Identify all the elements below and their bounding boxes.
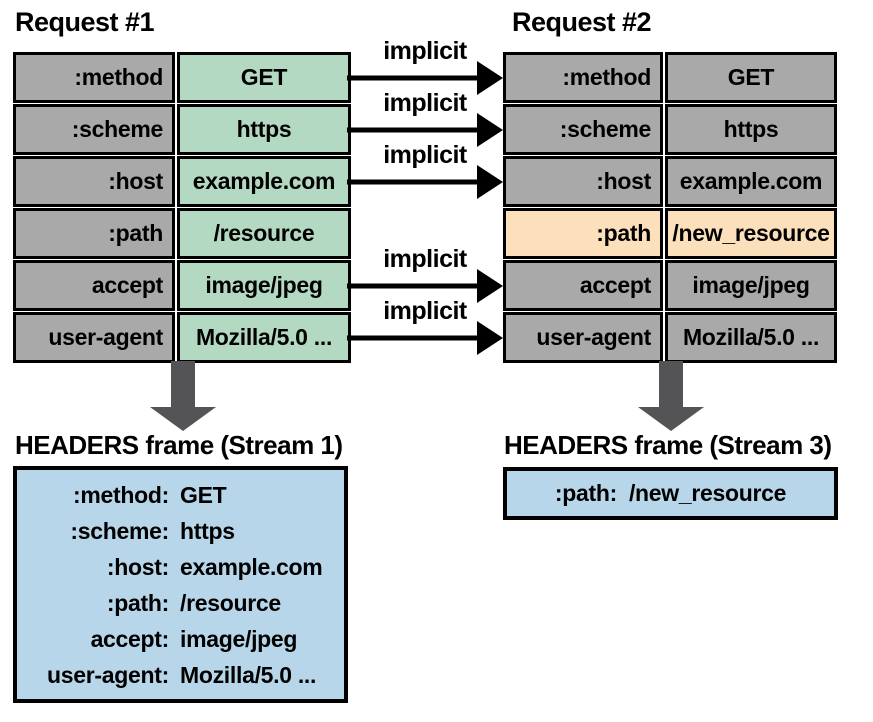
frame-line-value: example.com — [180, 553, 323, 580]
implicit-label: implicit — [383, 244, 467, 273]
implicit-arrow-icon — [347, 164, 503, 199]
frame-line-key: :path: — [106, 589, 169, 616]
frame-line-value: Mozilla/5.0 ... — [180, 661, 317, 688]
frame-line-key: :scheme: — [70, 517, 169, 544]
header-key-cell: :method — [13, 52, 175, 103]
request1-title: Request #1 — [15, 7, 155, 37]
frame-line-key: :method: — [73, 481, 169, 508]
header-key-cell: user-agent — [503, 312, 663, 363]
frame-line: :path: /resource — [17, 585, 344, 621]
implicit-label: implicit — [383, 140, 467, 169]
implicit-label: implicit — [383, 88, 467, 117]
frame-line-value: /resource — [180, 589, 281, 616]
header-key-cell: :path — [13, 208, 175, 259]
implicit-arrow-icon — [347, 320, 503, 355]
frame-line-value: image/jpeg — [180, 625, 298, 652]
implicit-label: implicit — [383, 36, 467, 65]
header-key-cell: :method — [503, 52, 663, 103]
frame-line-value: /new_resource — [628, 480, 787, 506]
header-value-cell: image/jpeg — [665, 260, 837, 311]
frame-line-key: user-agent: — [47, 661, 169, 688]
frame-line-value: GET — [180, 481, 227, 508]
frame-line: :method: GET — [17, 477, 344, 513]
header-value-cell: example.com — [665, 156, 837, 207]
down-arrow-right-icon — [638, 361, 704, 431]
header-key-cell: :host — [13, 156, 175, 207]
header-value-cell: image/jpeg — [177, 260, 351, 311]
header-row: :path/resource — [13, 208, 351, 259]
frame-line: :host: example.com — [17, 549, 344, 585]
header-value-cell: Mozilla/5.0 ... — [665, 312, 837, 363]
header-value-cell: /resource — [177, 208, 351, 259]
header-value-cell: example.com — [177, 156, 351, 207]
frame-line: accept: image/jpeg — [17, 621, 344, 657]
header-value-cell: https — [665, 104, 837, 155]
frame-line-value: https — [180, 517, 235, 544]
header-key-cell: user-agent — [13, 312, 175, 363]
header-value-cell: GET — [665, 52, 837, 103]
header-value-cell: /new_resource — [665, 208, 837, 259]
header-key-cell: accept — [13, 260, 175, 311]
header-row: :path/new_resource — [503, 208, 837, 259]
header-key-cell: :path — [503, 208, 663, 259]
frame3-title: HEADERS frame (Stream 3) — [504, 430, 832, 460]
frame-line: :path: /new_resource — [507, 471, 834, 516]
frame-line: :scheme: https — [17, 513, 344, 549]
header-key-cell: :scheme — [13, 104, 175, 155]
implicit-arrow-icon — [347, 268, 503, 303]
header-key-cell: accept — [503, 260, 663, 311]
frame-line: user-agent: Mozilla/5.0 ... — [17, 657, 344, 693]
frame-line-key: :host: — [106, 553, 169, 580]
headers-frame-stream1-box: :method: GET :scheme: https :host: example.co… — [13, 466, 348, 703]
header-value-cell: GET — [177, 52, 351, 103]
implicit-label: implicit — [383, 296, 467, 325]
headers-frame-stream3-box: :path: /new_resource — [503, 467, 838, 520]
header-key-cell: :host — [503, 156, 663, 207]
header-key-cell: :scheme — [503, 104, 663, 155]
frame-line-key: accept: — [90, 625, 170, 652]
implicit-arrow-icon — [347, 112, 503, 147]
frame-line-key: :path: — [554, 480, 617, 506]
request2-title: Request #2 — [512, 7, 652, 37]
header-value-cell: https — [177, 104, 351, 155]
frame1-title: HEADERS frame (Stream 1) — [15, 430, 343, 460]
header-value-cell: Mozilla/5.0 ... — [177, 312, 351, 363]
implicit-arrow-icon — [347, 60, 503, 95]
down-arrow-left-icon — [150, 361, 216, 431]
